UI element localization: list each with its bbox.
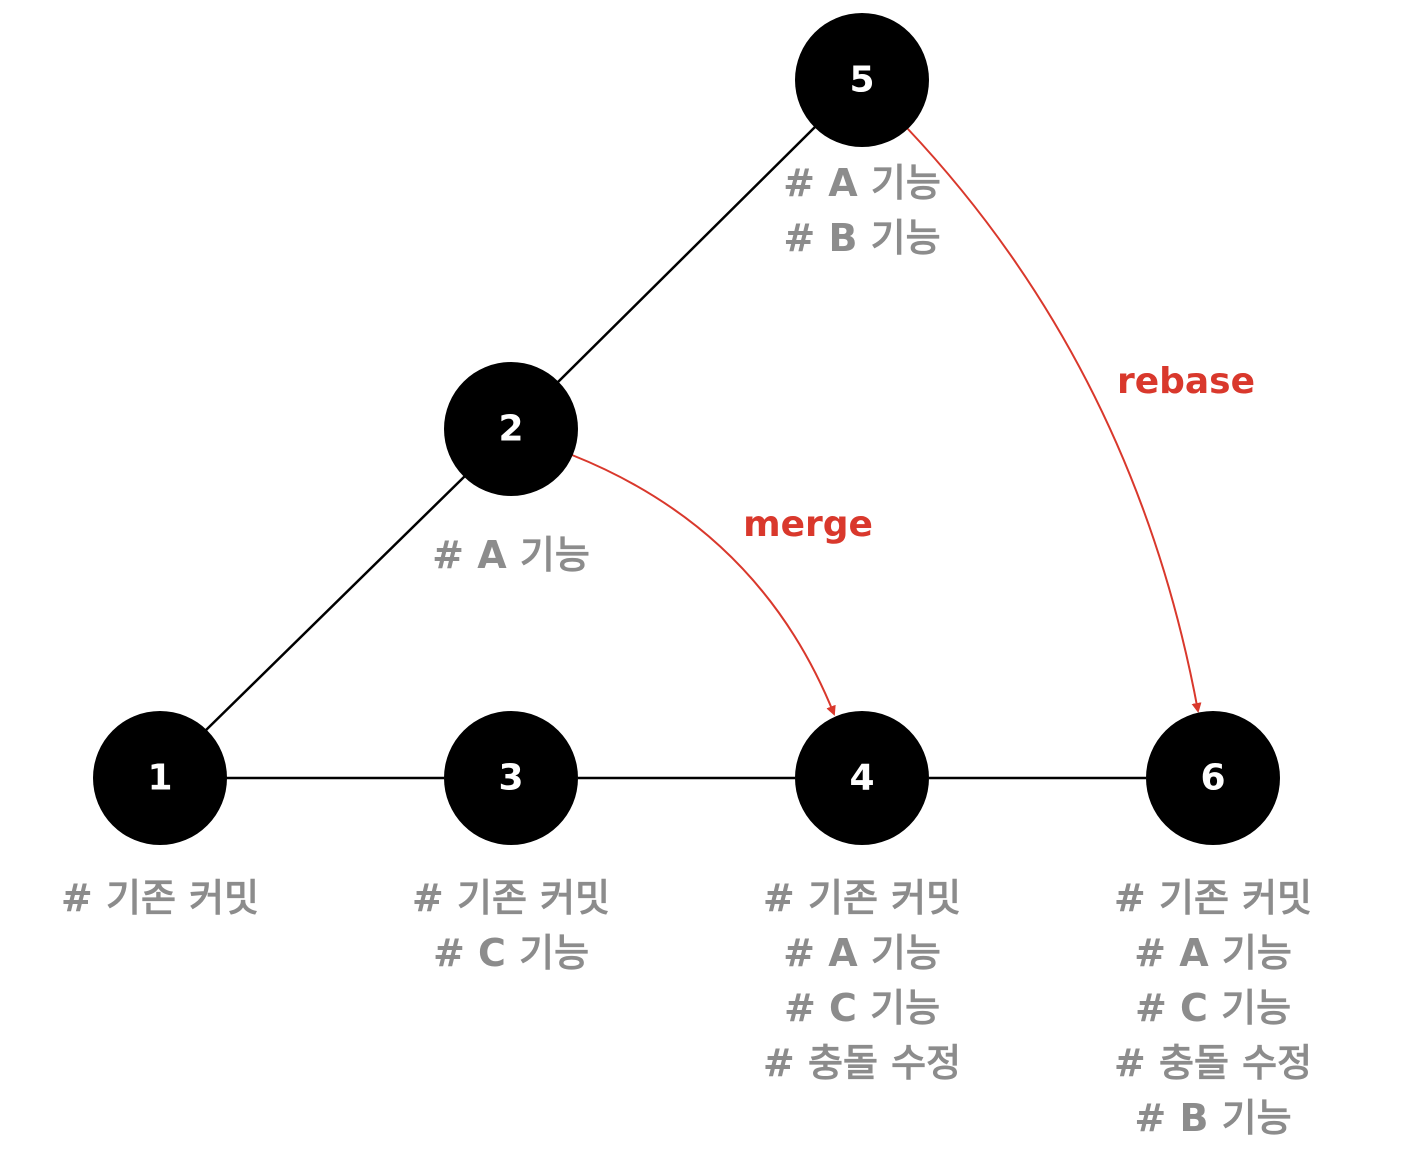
rebase-operation: rebase bbox=[906, 127, 1255, 713]
commit-note-line: # A 기능 bbox=[1134, 931, 1292, 975]
commit-note-line: # 기존 커밋 bbox=[1114, 876, 1312, 920]
commit-notes-1: # 기존 커밋 bbox=[61, 876, 259, 920]
commit-note-line: # A 기능 bbox=[432, 533, 590, 577]
commit-note-line: # 충돌 수정 bbox=[1114, 1041, 1312, 1085]
commit-node-2: 2 bbox=[444, 362, 578, 496]
commit-note-line: # C 기능 bbox=[433, 931, 589, 975]
commit-node-5-circle bbox=[795, 13, 929, 147]
commit-note-line: # B 기능 bbox=[783, 216, 940, 260]
commit-node-1-label: 1 bbox=[147, 758, 172, 799]
commit-edges bbox=[202, 124, 1146, 780]
merge-arrow bbox=[571, 454, 836, 716]
commit-note-line: # B 기능 bbox=[1134, 1096, 1291, 1140]
commit-note-line: # 기존 커밋 bbox=[763, 876, 961, 920]
commit-node-2-label: 2 bbox=[498, 409, 523, 450]
commit-node-3-label: 3 bbox=[498, 758, 523, 799]
commit-note-line: # C 기능 bbox=[784, 986, 940, 1030]
rebase-label: rebase bbox=[1117, 361, 1255, 402]
commit-node-5: 5 bbox=[795, 13, 929, 147]
commit-node-4: 4 bbox=[795, 711, 929, 845]
commit-node-6-label: 6 bbox=[1200, 758, 1225, 799]
commit-note-line: # 기존 커밋 bbox=[412, 876, 610, 920]
commit-note-line: # A 기능 bbox=[783, 931, 941, 975]
commit-node-4-circle bbox=[795, 711, 929, 845]
commit-node-6: 6 bbox=[1146, 711, 1280, 845]
merge-operation: merge bbox=[571, 454, 873, 716]
commit-node-2-circle bbox=[444, 362, 578, 496]
edge-2-5 bbox=[555, 124, 818, 385]
merge-label: merge bbox=[743, 504, 873, 545]
commit-node-4-label: 4 bbox=[849, 758, 874, 799]
commit-notes-6: # 기존 커밋 # A 기능 # C 기능 # 충돌 수정 # B 기능 bbox=[1114, 876, 1312, 1140]
commit-notes-4: # 기존 커밋 # A 기능 # C 기능 # 충돌 수정 bbox=[763, 876, 961, 1085]
commit-node-3: 3 bbox=[444, 711, 578, 845]
commit-notes-3: # 기존 커밋 # C 기능 bbox=[412, 876, 610, 975]
commit-note-line: # 충돌 수정 bbox=[763, 1041, 961, 1085]
commit-node-3-circle bbox=[444, 711, 578, 845]
commit-node-5-label: 5 bbox=[849, 60, 874, 101]
commit-note-line: # C 기능 bbox=[1135, 986, 1291, 1030]
commit-notes-5: # A 기능 # B 기능 bbox=[783, 161, 941, 260]
commit-node-1: 1 bbox=[93, 711, 227, 845]
commit-notes-2: # A 기능 bbox=[432, 533, 590, 577]
commit-node-6-circle bbox=[1146, 711, 1280, 845]
commit-note-line: # 기존 커밋 bbox=[61, 876, 259, 920]
commit-note-line: # A 기능 bbox=[783, 161, 941, 205]
edge-1-2 bbox=[202, 474, 467, 734]
commit-node-1-circle bbox=[93, 711, 227, 845]
rebase-arrow bbox=[906, 127, 1202, 713]
